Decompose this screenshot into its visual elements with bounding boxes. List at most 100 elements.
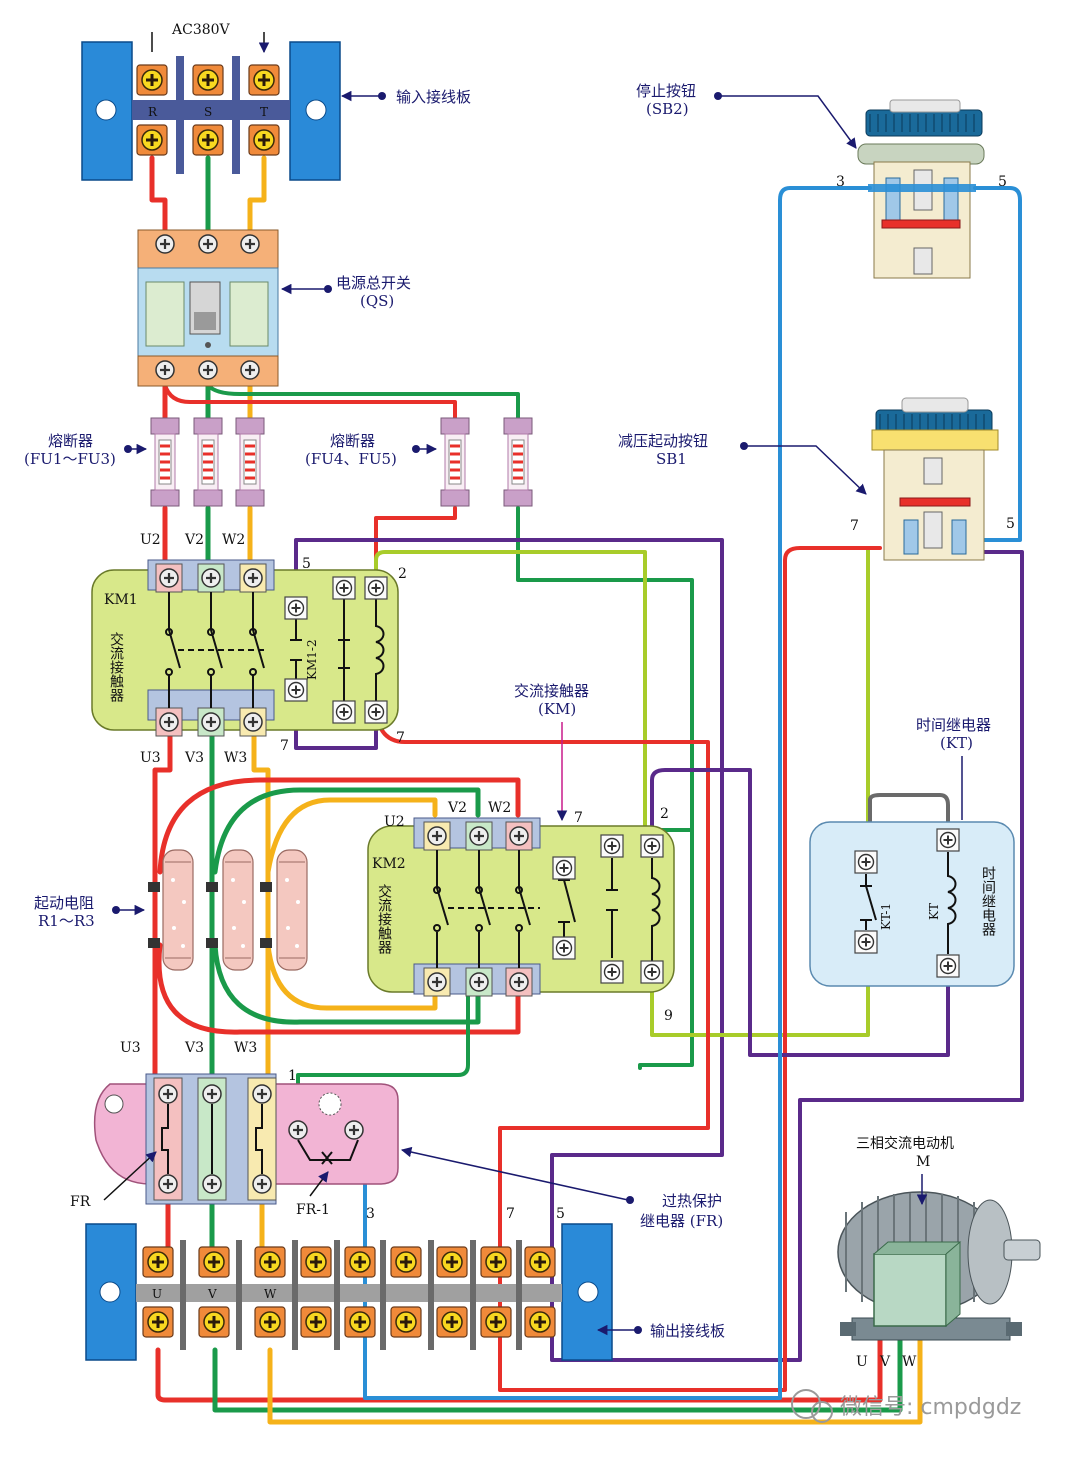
km-callout-label: 交流接触器 [514,682,589,700]
km1-phase-labels: U2 V2 W2 U3 V3 W3 5 2 7 7 [140,532,407,766]
motor-callout: 三相交流电动机 M [856,1135,954,1206]
w2-km2-label: W2 [488,800,511,816]
kt-coil-label: KT [927,903,941,920]
start-button-sb1: 7 5 [850,397,1015,561]
node-3: 3 [366,1206,375,1222]
w3-fr-label: W3 [234,1040,257,1056]
main-switch-callout: 电源总开关 (QS) [280,274,411,310]
output-board-label: 输出接线板 [650,1322,725,1340]
fuses-fu4-fu5 [439,416,534,508]
fr-labels: U3 V3 W3 FR FR-1 [70,1040,330,1218]
kt-callout: 时间继电器 (KT) [916,716,991,820]
node-5-out: 5 [556,1206,565,1222]
contactor-km2: KM2 交流接触器 [367,817,675,997]
main-switch-code: (QS) [360,292,394,310]
start-button-label: 减压起动按钮 [618,432,708,450]
fr-tag: FR [70,1194,91,1210]
km1-tag: KM1 [104,592,138,608]
ac380v-label: AC380V [171,22,231,38]
node-7-km1-left: 7 [280,738,289,754]
fuse-ctrl-code: (FU4、FU5) [305,450,397,468]
kt-contact-label: KT-1 [879,903,893,930]
stop-button-code: (SB2) [646,100,689,118]
out-w-label: W [264,1287,277,1301]
node-5-sb1: 5 [1006,516,1015,532]
km2-tag: KM2 [372,856,406,872]
input-terminal-board: R S T AC380V [81,22,341,181]
resistor-label: 起动电阻 [34,894,94,912]
km-callout: 交流接触器 (KM) [514,682,589,822]
node-7-km2: 7 [574,810,583,826]
resistor-callout: 起动电阻 R1～R3 [34,894,146,930]
km1-aux-label: KM1-2 [305,639,319,680]
node-7-sb1: 7 [850,518,859,534]
km1-name: 交流接触器 [108,631,124,702]
node-5-sb2: 5 [998,174,1007,190]
out-v-label: V [207,1287,217,1301]
motor-code: M [916,1154,930,1170]
node-3-sb2: 3 [836,174,845,190]
out-u-label: U [152,1287,162,1301]
start-button-code: SB1 [656,450,687,468]
motor-m: U V W [837,1191,1041,1370]
watermark-text: 微信号: cmpdgdz [840,1395,1021,1420]
v2-km2-label: V2 [447,800,467,816]
input-board-label: 输入接线板 [396,88,471,106]
fr-callout: 过热保护 继电器 (FR) [400,1146,723,1230]
w2-top-label: W2 [222,532,245,548]
kt-callout-label: 时间继电器 [916,716,991,734]
fuse-main-label: 熔断器 [48,432,93,450]
time-relay-kt: KT-1 KT 时间继电器 [809,821,1015,987]
w3-mid-label: W3 [224,750,247,766]
fuse-ctrl-callout: 熔断器 (FU4、FU5) [305,432,438,468]
node-2-km2: 2 [660,806,669,822]
output-board-callout: 输出接线板 [596,1322,725,1340]
node-9-km2: 9 [664,1008,673,1024]
u3-mid-label: U3 [140,750,161,766]
node-7-km1-right: 7 [396,730,405,746]
fuse-ctrl-label: 熔断器 [330,432,375,450]
overload-relay-fr: 1 3 [93,1068,399,1222]
fr-callout-label: 过热保护 [662,1192,722,1210]
u2-km2-label: U2 [384,814,405,830]
km2-phase-labels: U2 V2 W2 7 2 9 [384,800,673,1024]
node-2-km1: 2 [398,566,407,582]
fr-callout-label-2: 继电器 (FR) [640,1212,723,1230]
output-terminal-board: U V W 7 5 [85,1206,613,1361]
watermark: 微信号: cmpdgdz [791,1389,1021,1423]
km2-name: 交流接触器 [376,883,392,954]
main-switch-label: 电源总开关 [336,274,411,292]
node-1: 1 [288,1068,297,1084]
fuses-fu1-fu3 [149,416,266,508]
motor-u-label: U [856,1354,868,1370]
contactor-km1: KM1 KM1-2 交流接触器 [91,559,399,737]
v3-fr-label: V3 [184,1040,204,1056]
phase-t-label: T [260,105,268,119]
fr-contact-label: FR-1 [296,1202,330,1218]
phase-r-label: R [148,105,158,119]
motor-w-label: W [902,1354,917,1370]
kt-callout-code: (KT) [940,734,973,752]
node-5-km1: 5 [302,556,311,572]
motor-label: 三相交流电动机 [856,1135,954,1152]
v2-top-label: V2 [184,532,204,548]
phase-s-label: S [204,105,212,119]
resistor-code: R1～R3 [38,912,95,930]
kt-name: 时间继电器 [980,866,996,936]
motor-v-label: V [879,1354,891,1370]
fuse-main-code: (FU1～FU3) [24,450,116,468]
fuse-main-callout: 熔断器 (FU1～FU3) [24,432,148,468]
main-switch-qs [137,229,279,387]
u3-fr-label: U3 [120,1040,141,1056]
stop-button-label: 停止按钮 [636,82,696,100]
input-board-callout: 输入接线板 [340,88,471,106]
km-callout-code: (KM) [538,700,576,718]
v3-mid-label: V3 [184,750,204,766]
start-resistors [148,849,308,971]
u2-top-label: U2 [140,532,161,548]
start-button-callout: 减压起动按钮 SB1 [618,432,867,495]
stop-button-callout: 停止按钮 (SB2) [636,82,857,149]
node-7-out: 7 [506,1206,515,1222]
